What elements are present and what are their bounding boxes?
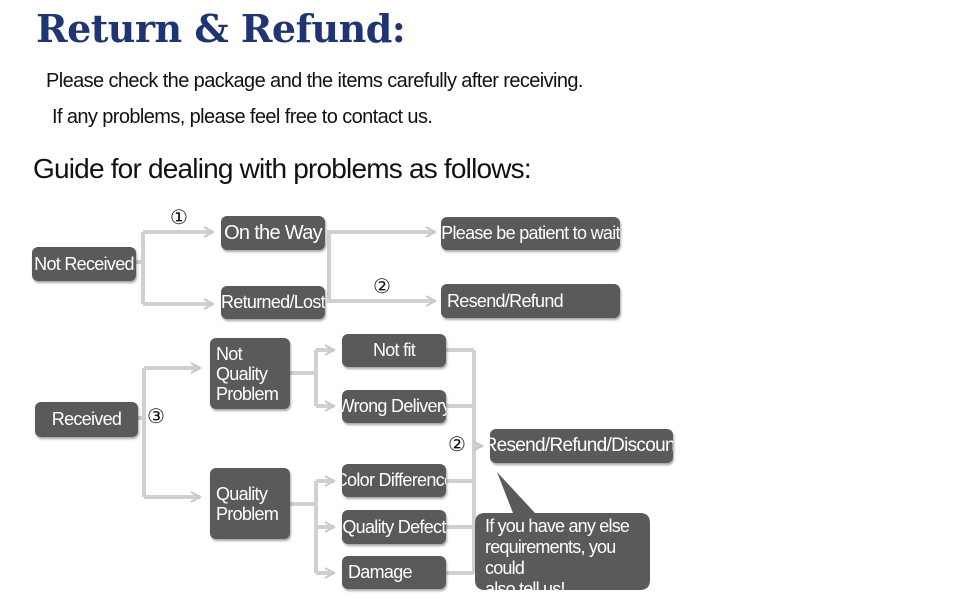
note-bubble bbox=[475, 472, 650, 590]
box-resend-refund-discount: Resend/Refund/Discount bbox=[490, 429, 673, 463]
box-on-the-way: On the Way bbox=[221, 216, 325, 250]
box-not-quality-problem: Not Quality Problem bbox=[210, 338, 290, 409]
box-not-received: Not Received bbox=[32, 247, 136, 281]
intro-text-contact: If any problems, please feel free to con… bbox=[52, 106, 433, 128]
box-damage: Damage bbox=[342, 556, 446, 589]
box-color-difference: Color Difference bbox=[342, 464, 446, 497]
box-quality-problem: Quality Problem bbox=[210, 468, 290, 539]
page-title: Return & Refund: bbox=[36, 6, 406, 51]
box-returned-lost: Returned/Lost bbox=[221, 286, 325, 319]
step-marker-3: ③ bbox=[147, 404, 165, 428]
step-marker-1: ① bbox=[170, 205, 188, 229]
box-received: Received bbox=[35, 402, 138, 437]
box-wrong-delivery: Wrong Delivery bbox=[342, 390, 446, 423]
intro-text-check: Please check the package and the items c… bbox=[46, 70, 583, 92]
box-please-be-patient: Please be patient to wait bbox=[441, 217, 620, 250]
step-marker-2-top: ② bbox=[373, 274, 391, 298]
guide-heading: Guide for dealing with problems as follo… bbox=[33, 153, 532, 184]
box-quality-defect: Quality Defect bbox=[342, 510, 446, 544]
note-text: If you have any else requirements, you c… bbox=[485, 516, 630, 599]
box-not-fit: Not fit bbox=[342, 334, 446, 367]
step-marker-2-bottom: ② bbox=[448, 432, 466, 456]
box-resend-refund: Resend/Refund bbox=[441, 284, 620, 318]
